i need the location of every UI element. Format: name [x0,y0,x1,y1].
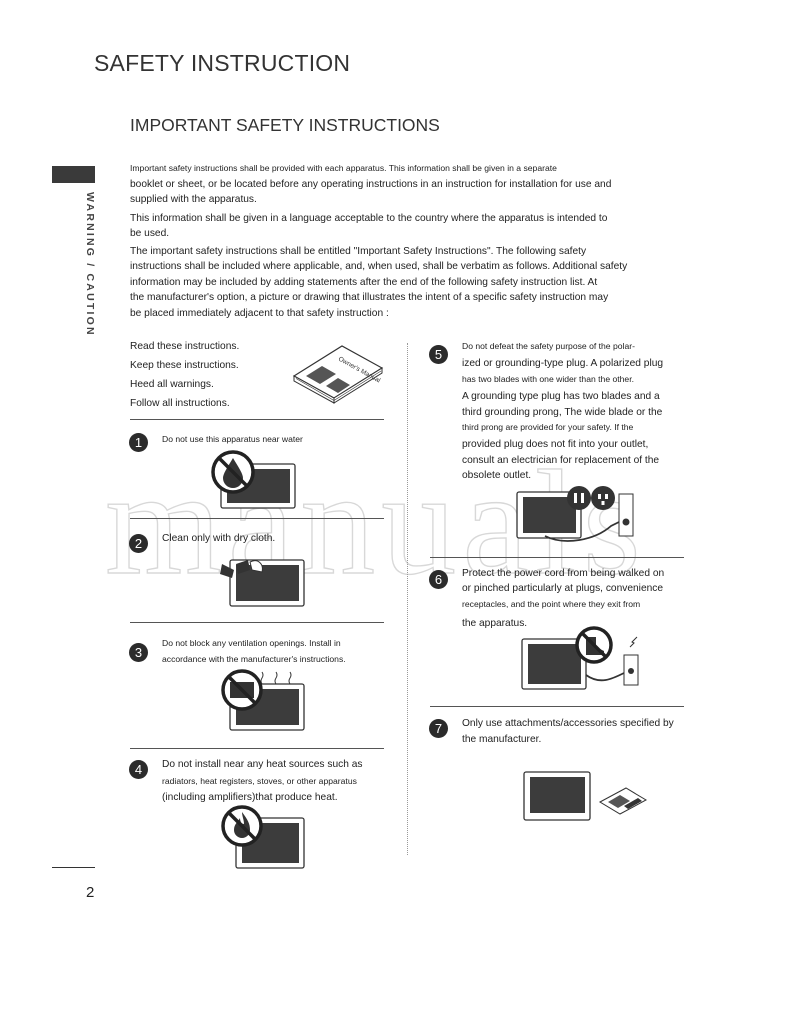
page-number: 2 [86,884,95,901]
intro-line: Important safety instructions shall be p… [130,163,557,173]
item-number-3: 3 [129,643,148,662]
divider [130,622,384,623]
general-line: Keep these instructions. [130,360,239,371]
item-6-text: Protect the power cord from being walked… [462,566,664,632]
item-number-5: 5 [429,345,448,364]
item-line: the apparatus. [462,618,528,630]
intro-line: supplied with the apparatus. [130,194,257,205]
item-number-2: 2 [129,534,148,553]
divider [430,557,684,558]
item-number-4: 4 [129,760,148,779]
item-line: radiators, heat registers, stoves, or ot… [162,776,357,786]
intro-line: This information shall be given in a lan… [130,212,608,224]
item-line: ized or grounding-type plug. A polarized… [462,358,664,370]
general-instructions: Read these instructions. Keep these inst… [130,337,239,413]
divider [130,518,384,519]
intro-line: The important safety instructions shall … [130,245,587,257]
no-water-illustration [211,450,296,509]
item-line: Do not use this apparatus near water [162,434,303,444]
item-line: has two blades with one wider than the o… [462,373,634,384]
item-line: consult an electrician for replacement o… [462,454,660,466]
item-3-text: Do not block any ventilation openings. I… [162,635,346,667]
item-line: accordance with the manufacturer's instr… [162,654,346,664]
general-line: Read these instructions. [130,341,240,352]
item-4-text: Do not install near any heat sources suc… [162,757,362,806]
grounding-plug-illustration [516,486,634,542]
divider [430,706,684,707]
item-number-6: 6 [429,570,448,589]
item-line: provided plug does not fit into your out… [462,439,649,451]
item-line: or pinched particularly at plugs, conven… [462,583,664,595]
dry-cloth-illustration [220,559,305,607]
item-line: (including amplifiers)that produce heat. [162,792,338,803]
item-5-text: Do not defeat the safety purpose of the … [462,339,663,484]
item-number-7: 7 [429,719,448,738]
item-line: third grounding prong, The wide blade or… [462,406,663,418]
intro-line: be used. [130,228,170,239]
divider [130,419,384,420]
item-line: receptacles, and the point where they ex… [462,598,641,609]
footer-line [52,867,95,868]
item-line: third prong are provided for your safety… [462,422,634,433]
item-number-1: 1 [129,433,148,452]
item-line: Only use attachments/accessories specifi… [462,718,674,729]
intro-text: Important safety instructions shall be p… [130,161,650,321]
column-divider [407,343,408,855]
divider [130,748,384,749]
item-line: Clean only with dry cloth. [162,533,276,544]
heat-source-illustration [221,805,305,869]
accessories-illustration [523,771,648,821]
general-line: Heed all warnings. [130,379,214,390]
item-line: Protect the power cord from being walked… [462,568,665,579]
item-line: A grounding type plug has two blades and… [462,391,660,403]
item-line: obsolete outlet. [462,470,532,482]
section-title: IMPORTANT SAFETY INSTRUCTIONS [130,115,440,135]
intro-line: instructions shall be included where app… [130,261,628,272]
item-line: the manufacturer. [462,734,542,745]
intro-line: information may be included by adding st… [130,276,598,288]
intro-line: the manufacturer's option, a picture or … [130,292,609,303]
item-2-text: Clean only with dry cloth. [162,531,275,547]
owners-manual-illustration: Owner's Manual [292,345,384,404]
item-line: Do not install near any heat sources suc… [162,759,363,770]
power-cord-illustration [521,626,639,690]
intro-line: booklet or sheet, or be located before a… [130,178,612,190]
item-line: Do not block any ventilation openings. I… [162,638,341,648]
item-7-text: Only use attachments/accessories specifi… [462,716,674,748]
item-line: Do not defeat the safety purpose of the … [462,341,635,351]
item-1-text: Do not use this apparatus near water [162,431,303,447]
general-line: Follow all instructions. [130,398,230,409]
side-label: WARNING / CAUTION [84,192,96,337]
side-tab-marker [52,166,95,183]
page-title: SAFETY INSTRUCTION [94,50,351,76]
intro-line: be placed immediately adjacent to that s… [130,307,389,319]
ventilation-illustration [221,669,305,731]
